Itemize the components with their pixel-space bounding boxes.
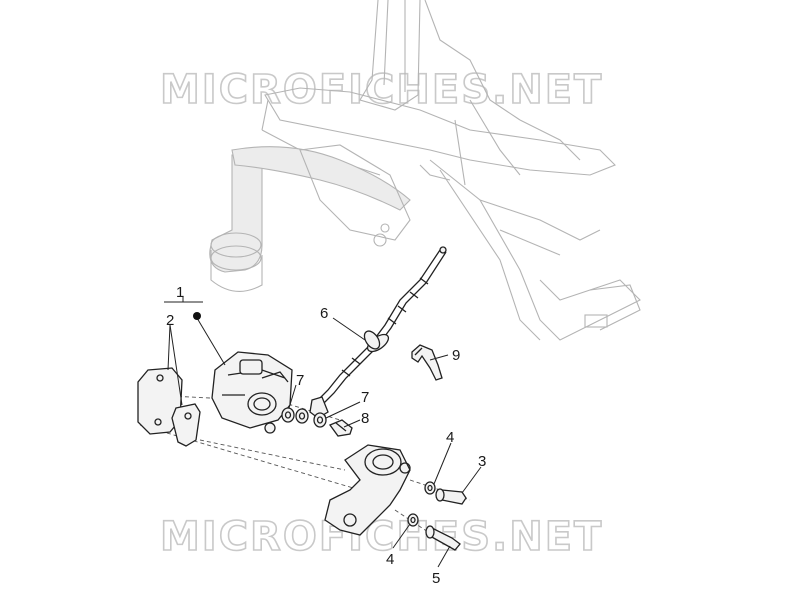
hose-clip — [411, 344, 443, 381]
callout-8: 8 — [361, 410, 369, 427]
brake-caliper — [211, 351, 293, 434]
callout-5: 5 — [432, 570, 440, 587]
leader-lines — [164, 296, 482, 568]
reference-dot — [193, 312, 201, 320]
callout-7-lower: 7 — [361, 389, 369, 406]
callout-4-upper: 4 — [446, 429, 454, 446]
callout-1: 1 — [176, 284, 184, 301]
brake-pads — [137, 367, 201, 447]
callout-7-upper: 7 — [296, 372, 304, 389]
callout-2: 2 — [166, 312, 174, 329]
frame-context — [209, 0, 641, 341]
watermark-bottom: MICROFICHES.NET — [160, 514, 603, 560]
caliper-bolts — [425, 488, 467, 551]
callout-6: 6 — [320, 305, 328, 322]
callout-labels: 1 2 3 4 4 5 6 7 7 8 9 — [166, 284, 486, 587]
bleed-screw — [328, 419, 353, 437]
brake-hose — [309, 246, 447, 419]
bolt-washers — [407, 481, 436, 527]
copper-washers — [281, 407, 327, 428]
callout-9: 9 — [452, 347, 460, 364]
callout-3: 3 — [478, 453, 486, 470]
caliper-bracket — [324, 444, 411, 536]
callout-4-lower: 4 — [386, 551, 394, 568]
